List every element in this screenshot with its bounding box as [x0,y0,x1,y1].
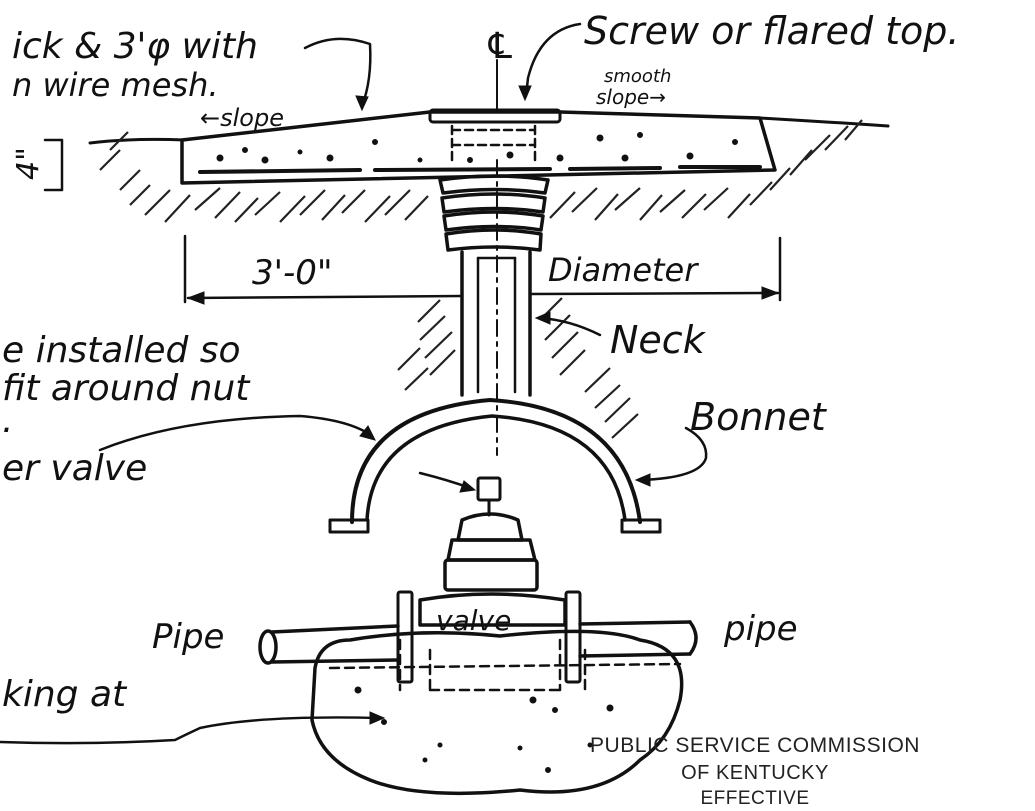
concrete-blocking [310,629,684,796]
stamp-line-2: OF KENTUCKY [681,762,829,784]
label-pipe-right: pipe [723,609,798,649]
label-screw-top: Screw or flared top. [584,9,960,53]
soil-hatching-upper [99,119,863,223]
label-dimension-text: Diameter [548,251,699,289]
label-smooth: smooth [604,66,671,87]
stamp-line-1: PUBLIC SERVICE COMMISSION [590,734,920,757]
label-top-left-1: ick & 3'φ with [12,26,258,67]
soil-hatching-neck [397,297,639,439]
centerline-symbol: ℄ [484,26,516,67]
label-top-left-2: n wire mesh. [12,66,219,104]
gate-valve [396,476,582,684]
bonnet [328,398,662,534]
label-king-at: king at [2,674,128,715]
label-valve: valve [436,604,511,637]
label-pipe-left: Pipe [152,617,224,657]
riser-rings [438,174,550,252]
label-neck: Neck [610,318,707,362]
screw-cap [428,108,562,162]
label-slope-left: ←slope [200,104,284,132]
label-installed-3: . [2,400,13,441]
label-depth: 4" [11,147,46,180]
neck-pipe [460,250,532,397]
diameter-dimension [183,234,782,305]
label-bonnet: Bonnet [690,395,828,439]
depth-dimension [43,138,64,192]
label-installed-2: fit around nut [2,368,251,409]
label-dimension-value: 3'-0" [252,253,333,293]
stamp-line-3: EFFECTIVE [700,788,809,806]
ground-surface [88,116,890,145]
annotation-labels: ick & 3'φ with n wire mesh. ℄ Screw or f… [2,9,960,715]
label-slope-right: slope→ [596,85,666,109]
label-installed-1: e installed so [2,330,241,371]
label-installed-4: er valve [2,448,147,489]
leader-lines [0,22,708,745]
commission-stamp: PUBLIC SERVICE COMMISSION OF KENTUCKY EF… [590,734,920,809]
